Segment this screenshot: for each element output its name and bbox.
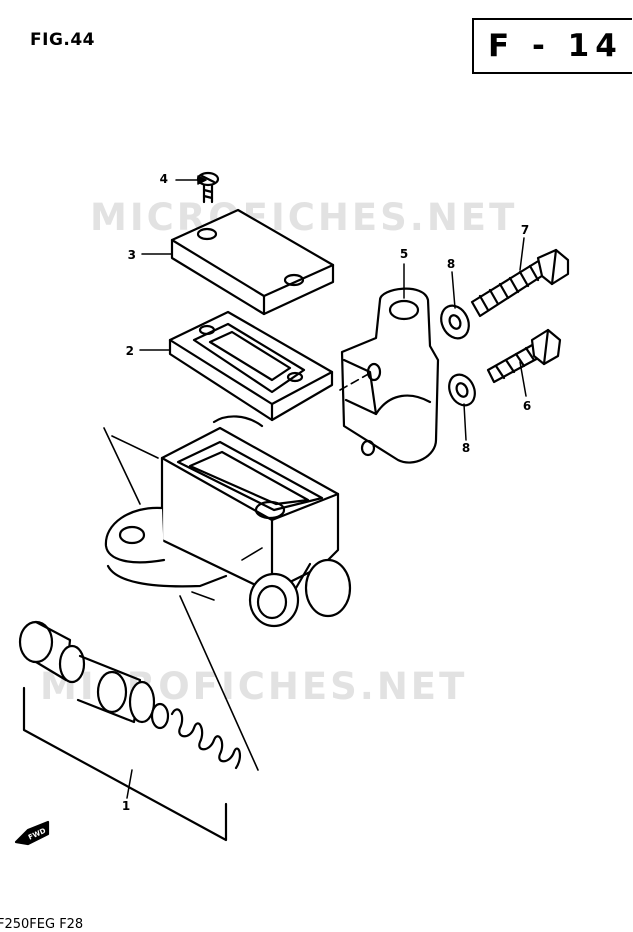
callout-4: 4 xyxy=(160,172,168,186)
fwd-arrow-icon xyxy=(14,820,50,846)
callout-5: 5 xyxy=(400,247,408,261)
callout-8-top: 8 xyxy=(447,257,455,271)
model-code: F250FEG F28 xyxy=(0,917,84,932)
callout-8-bottom: 8 xyxy=(462,441,470,455)
part-8-washer-top xyxy=(440,304,470,340)
figure-title: FIG.44 xyxy=(30,30,96,50)
watermark-top: MICROFICHES.NET xyxy=(90,196,518,239)
part-5-clamp xyxy=(340,287,440,464)
part-3-cap xyxy=(170,208,335,316)
callout-3: 3 xyxy=(128,248,136,262)
master-cylinder-body xyxy=(104,415,352,628)
assembly-guide-lines xyxy=(103,371,373,771)
callout-7: 7 xyxy=(521,223,529,237)
part-7-bolt-long xyxy=(470,248,570,318)
callout-leaders xyxy=(126,175,527,799)
callout-1: 1 xyxy=(122,799,130,813)
part-2-diaphragm xyxy=(168,310,334,422)
part-6-bolt-short xyxy=(486,328,562,384)
callout-2: 2 xyxy=(126,344,134,358)
page-code-box: F - 14 xyxy=(472,18,632,74)
part-8-washer-bottom xyxy=(448,373,476,407)
part-1-piston-kit xyxy=(18,620,242,842)
callout-6: 6 xyxy=(523,399,531,413)
page-code: F - 14 xyxy=(488,28,623,64)
